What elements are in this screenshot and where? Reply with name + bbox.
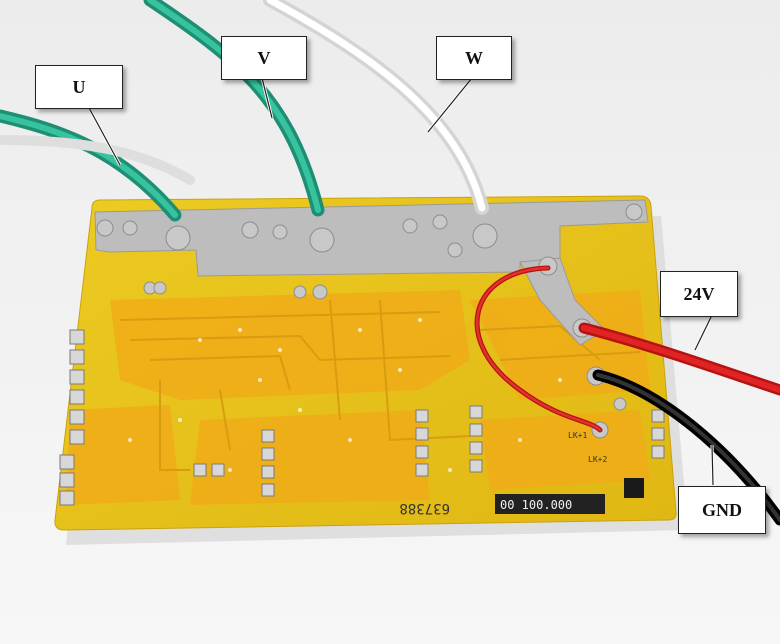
board-mark-lk1: LK+1 [568,431,587,440]
callout-w: W [436,36,512,80]
pin-header-left [59,329,85,506]
wire-background [0,135,195,185]
callout-v: V [221,36,307,80]
board-mark-lk2: LK+2 [588,455,607,464]
black-pad [624,478,644,498]
callout-u: U [35,65,123,109]
board-code-box [495,494,605,514]
callout-gnd: GND [678,486,766,534]
trace-lines [119,299,641,471]
solder-pads [96,203,643,439]
pin-header-center [193,405,665,497]
pcb-traces [66,290,650,505]
wires [0,0,780,526]
vias [128,318,562,472]
board-serial: 637388 [399,500,450,516]
board-code: 00 100.000 [500,498,572,512]
callout-24v: 24V [660,271,738,317]
copper-busbar [94,199,649,277]
